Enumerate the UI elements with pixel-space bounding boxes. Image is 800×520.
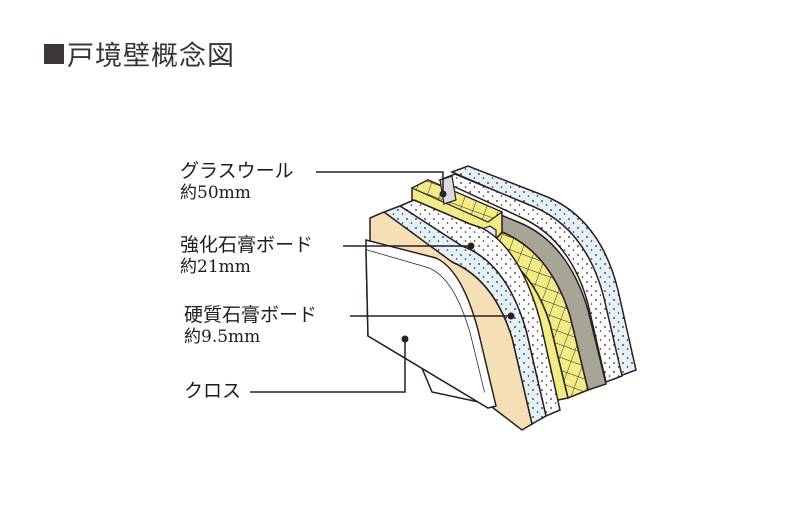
diagram-title: 戸境壁概念図 bbox=[44, 34, 235, 73]
label-reinforced-gypsum-thickness: 約21mm bbox=[180, 257, 251, 277]
label-hard-gypsum-name: 硬質石膏ボード bbox=[184, 304, 318, 326]
leader-reinforced-gypsum bbox=[343, 242, 475, 250]
label-reinforced-gypsum: 強化石膏ボード 約21mm bbox=[180, 234, 313, 278]
leader-glasswool bbox=[316, 171, 447, 198]
label-glasswool-name: グラスウール bbox=[180, 160, 294, 182]
label-hard-gypsum: 硬質石膏ボード 約9.5mm bbox=[184, 304, 317, 348]
cloth-layer bbox=[365, 239, 497, 409]
title-square-marker bbox=[44, 43, 64, 64]
label-glasswool-thickness: 約50mm bbox=[180, 183, 251, 203]
label-glasswool: グラスウール 約50mm bbox=[180, 160, 294, 204]
label-cloth-name: クロス bbox=[184, 380, 242, 402]
back-board-layer bbox=[438, 165, 637, 384]
label-cloth: クロス bbox=[184, 380, 241, 402]
label-hard-gypsum-thickness: 約9.5mm bbox=[184, 327, 261, 347]
leader-cloth bbox=[250, 335, 409, 393]
label-reinforced-gypsum-name: 強化石膏ボード bbox=[180, 234, 314, 256]
leader-hard-gypsum bbox=[350, 312, 515, 320]
title-text: 戸境壁概念図 bbox=[67, 41, 235, 72]
